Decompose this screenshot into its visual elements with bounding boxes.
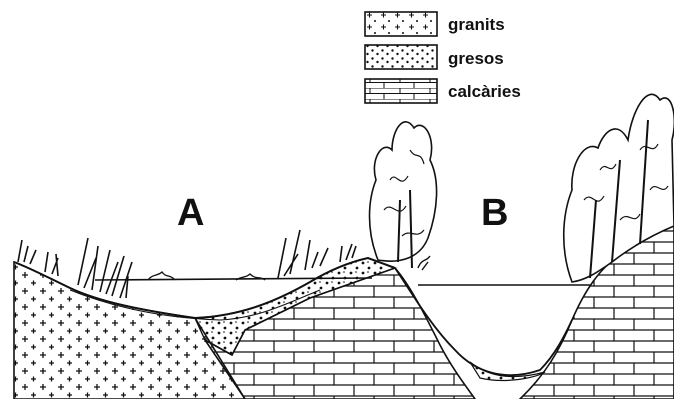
- legend-item-granite: granits: [365, 12, 505, 36]
- limestone-layer-left: [205, 268, 475, 399]
- legend-item-sandstone: gresos: [365, 45, 504, 69]
- sandstone-swatch: [365, 45, 437, 69]
- legend: granits gresos calcàries: [365, 12, 521, 103]
- limestone-swatch: [365, 79, 437, 103]
- legend-item-limestone: calcàries: [365, 79, 521, 103]
- trees-center: [370, 122, 437, 270]
- granite-swatch: [365, 12, 437, 36]
- site-label-a: A: [177, 192, 204, 234]
- legend-label-limestone: calcàries: [448, 82, 521, 101]
- legend-label-sandstone: gresos: [448, 49, 504, 68]
- site-label-b: B: [481, 192, 508, 234]
- legend-label-granite: granits: [448, 15, 505, 34]
